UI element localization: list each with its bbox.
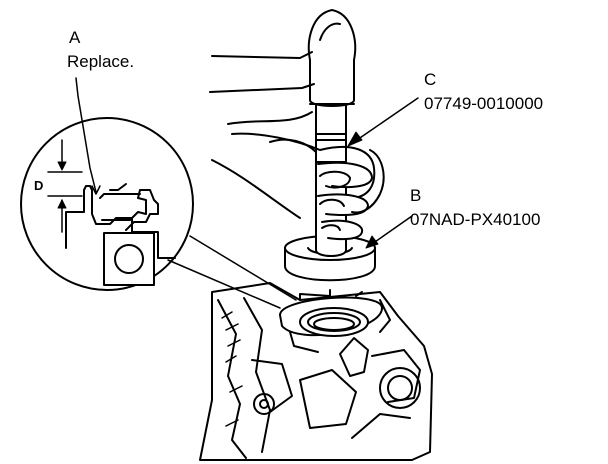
transmission-housing [199,282,433,461]
callout-c-text: 07749-0010000 [424,94,544,113]
driver-handle-c [307,9,357,257]
upper-hand [209,51,315,125]
leader-a [75,77,97,193]
callout-a-text: Replace. [67,52,135,71]
callout-d-letter: D [34,178,44,193]
callout-b-text: 07NAD-PX40100 [410,210,541,229]
leader-c [353,97,419,143]
seal-cross-section [103,232,155,286]
leader-b [371,215,413,245]
callout-c-letter: C [424,70,437,89]
dimension-d-marker [47,139,83,233]
lower-hand [211,132,385,241]
callout-a-letter: A [69,28,81,47]
detail-pointer [189,235,297,301]
callout-b-letter: B [410,186,422,205]
oil-seal [299,307,369,337]
detail-view [20,117,297,309]
